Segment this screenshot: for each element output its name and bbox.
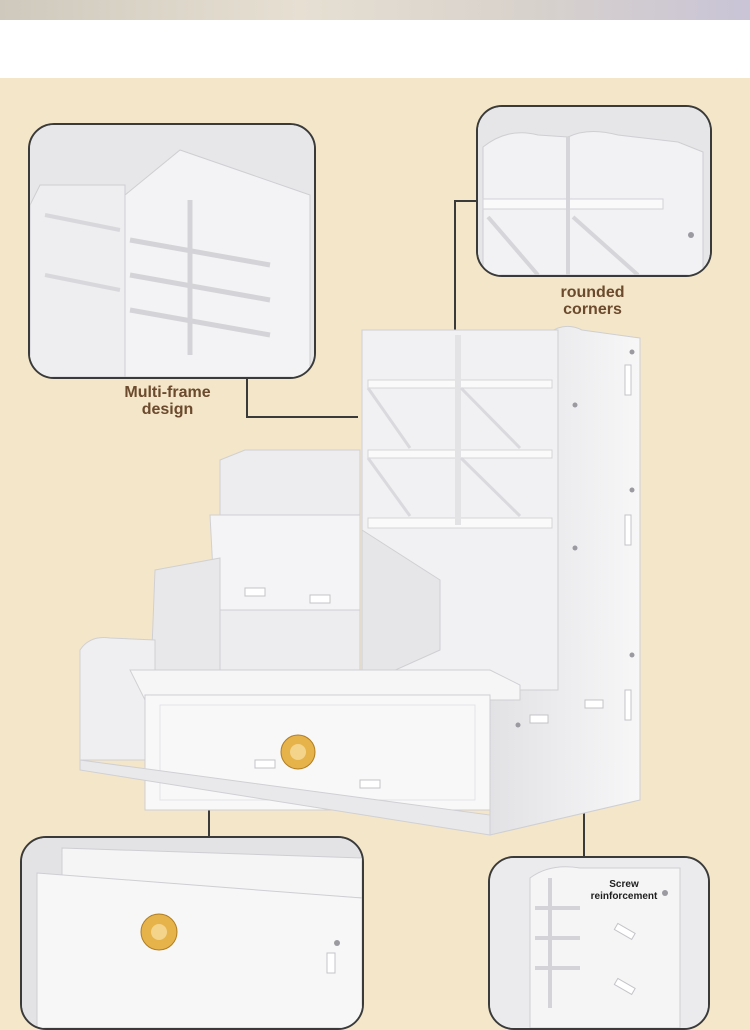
leader-line bbox=[208, 788, 210, 836]
desk-organizer-illustration bbox=[79, 325, 641, 836]
leader-line bbox=[454, 200, 476, 202]
leader-line bbox=[583, 808, 585, 856]
leader-line bbox=[246, 375, 248, 418]
white-separator-band bbox=[0, 20, 750, 78]
multi-frame-caption: Multi-frame design bbox=[124, 384, 211, 418]
drawer-callout-photo bbox=[20, 836, 364, 1030]
rounded-corners-callout-photo bbox=[476, 105, 712, 277]
leader-line bbox=[454, 200, 456, 335]
rounded-corners-detail-image bbox=[478, 107, 710, 275]
multi-frame-detail-image bbox=[30, 125, 314, 377]
drawer-detail-image bbox=[22, 838, 362, 1028]
multi-frame-callout-photo bbox=[28, 123, 316, 379]
rounded-corners-caption: rounded corners bbox=[560, 284, 625, 318]
top-photo-strip bbox=[0, 0, 750, 20]
leader-line bbox=[246, 416, 358, 418]
screw-reinforcement-caption: Screw reinforcement bbox=[590, 879, 658, 902]
